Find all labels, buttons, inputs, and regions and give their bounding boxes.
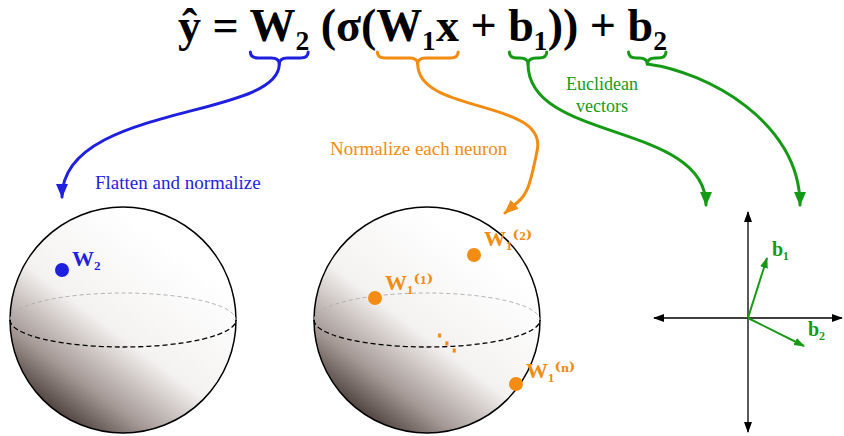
vector-arrow	[748, 318, 804, 346]
brace	[377, 52, 458, 64]
brace	[250, 52, 308, 64]
equator-back	[314, 293, 540, 320]
brace	[509, 52, 546, 64]
point-label: W₁⁽²⁾	[484, 226, 532, 251]
brace	[629, 52, 666, 64]
point	[368, 291, 382, 305]
sphere	[314, 207, 540, 433]
point-label: W₁⁽¹⁾	[385, 270, 433, 295]
vector-arrow	[748, 258, 767, 318]
point	[55, 263, 69, 277]
axis	[747, 212, 748, 432]
orange-note: Normalize each neuron	[330, 138, 507, 160]
pointer-arrow	[528, 64, 706, 205]
point-label: W₂	[72, 246, 101, 271]
equator-back	[10, 293, 236, 320]
point	[509, 377, 523, 391]
equator-front	[10, 320, 236, 347]
sphere	[10, 207, 236, 433]
equator-front	[314, 320, 540, 347]
point	[467, 248, 481, 262]
point-label: W₁⁽ⁿ⁾	[526, 358, 575, 383]
pointer-arrow	[62, 64, 279, 197]
blue-note: Flatten and normalize	[95, 172, 261, 194]
vector-label: b₁	[772, 238, 789, 261]
pointer-arrow	[647, 64, 800, 205]
vector-label: b₂	[808, 318, 825, 341]
green-note: Euclidean vectors	[556, 74, 648, 117]
equation: ŷ = W₂ (σ(W₁x + b₁)) + b₂	[178, 0, 667, 53]
ellipsis-mark: ⋱	[436, 330, 458, 355]
